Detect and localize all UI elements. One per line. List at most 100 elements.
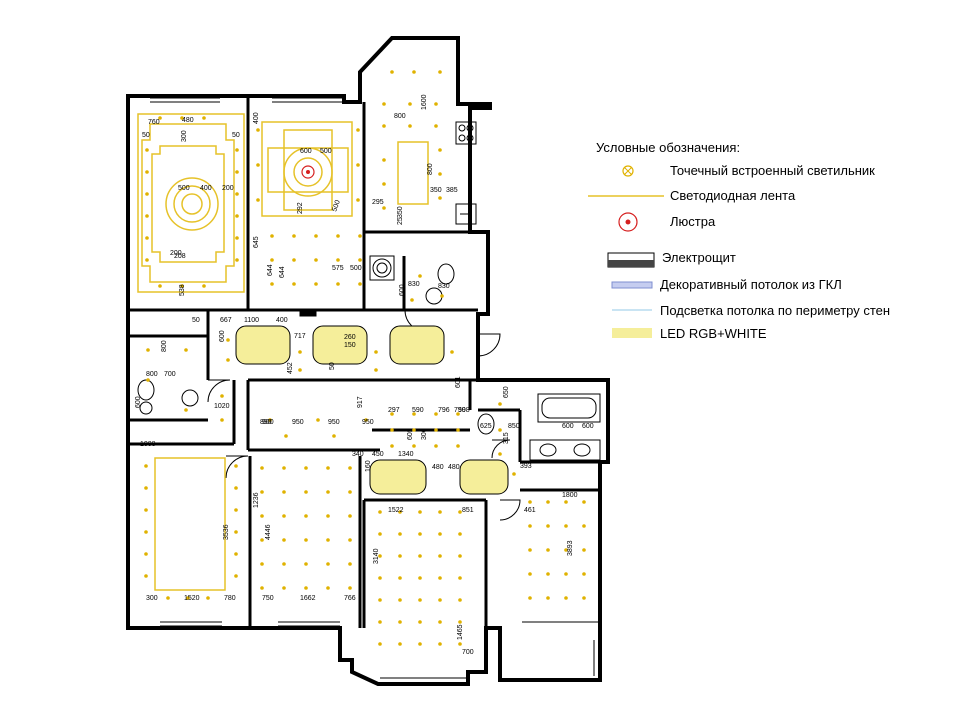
spot-light-icon xyxy=(456,412,460,416)
dimension-label: 260 xyxy=(344,334,356,341)
spot-light-icon xyxy=(180,284,184,288)
spot-light-icon xyxy=(348,562,352,566)
dimension-label: 297 xyxy=(388,407,400,414)
dimension-label: 800 xyxy=(394,113,406,120)
spot-light-icon xyxy=(546,524,550,528)
dimension-label: 600 xyxy=(135,396,142,408)
dimension-label: 1100 xyxy=(244,317,259,324)
spot-light-icon xyxy=(374,368,378,372)
dimension-label: 3140 xyxy=(373,548,380,564)
spot-light-icon xyxy=(378,598,382,602)
dimension-label: 645 xyxy=(253,236,260,248)
spot-light-icon xyxy=(438,510,442,514)
spot-light-icon xyxy=(314,282,318,286)
dimension-label: 1236 xyxy=(253,492,260,508)
spot-light-icon xyxy=(564,572,568,576)
spot-light-icon xyxy=(348,586,352,590)
dimension-label: 890 xyxy=(260,419,272,426)
spot-light-icon xyxy=(202,116,206,120)
spot-light-icon xyxy=(282,586,286,590)
legend-label-gkl: Декоративный потолок из ГКЛ xyxy=(660,277,842,292)
spot-light-icon xyxy=(498,428,502,432)
spot-light-icon xyxy=(418,620,422,624)
spot-light-icon xyxy=(434,124,438,128)
spot-light-icon xyxy=(546,572,550,576)
spot-light-icon xyxy=(256,163,260,167)
spot-light-icon xyxy=(418,598,422,602)
spot-light-icon xyxy=(220,394,224,398)
spot-light-icon xyxy=(356,163,360,167)
dimension-label: 780 xyxy=(224,595,236,602)
spot-light-icon xyxy=(390,428,394,432)
dimension-label: 950 xyxy=(328,419,340,426)
dimension-label: 950 xyxy=(362,419,374,426)
spot-light-icon xyxy=(314,234,318,238)
spot-light-icon xyxy=(234,508,238,512)
spot-light-icon xyxy=(458,510,462,514)
dimension-label: 400 xyxy=(276,317,288,324)
dimension-label: 350 xyxy=(430,187,442,194)
spot-light-icon xyxy=(260,514,264,518)
dimension-label: 600 xyxy=(399,284,406,296)
spot-light-icon xyxy=(292,234,296,238)
spot-light-icon xyxy=(235,148,239,152)
spot-light-icon xyxy=(226,358,230,362)
spot-light-icon xyxy=(418,554,422,558)
spot-light-icon xyxy=(145,258,149,262)
spot-light-icon xyxy=(512,472,516,476)
spot-light-icon xyxy=(546,596,550,600)
dimension-label: 3893 xyxy=(567,540,574,556)
spot-light-icon xyxy=(418,274,422,278)
spot-light-icon xyxy=(260,562,264,566)
spot-light-icon xyxy=(582,596,586,600)
dimension-label: 830 xyxy=(438,283,450,290)
spot-light-icon xyxy=(282,514,286,518)
dimension-label: 500 xyxy=(178,185,190,192)
spot-light-icon xyxy=(256,198,260,202)
spot-light-icon xyxy=(438,532,442,536)
spot-light-icon xyxy=(398,598,402,602)
dimension-label: 300 xyxy=(421,428,428,440)
dimension-label: 1522 xyxy=(388,507,404,514)
spot-light-icon xyxy=(398,620,402,624)
spot-light-icon xyxy=(260,490,264,494)
legend-symbols xyxy=(588,165,664,338)
dimension-label: 385 xyxy=(446,187,458,194)
spot-light-icon xyxy=(364,418,368,422)
dimension-label: 25 xyxy=(397,217,404,225)
spot-light-icon xyxy=(382,124,386,128)
dimension-label: 200 xyxy=(170,250,182,257)
spot-light-icon xyxy=(390,70,394,74)
panel-symbol-icon xyxy=(607,252,655,268)
dimension-label: 400 xyxy=(253,112,260,124)
dimension-label: 400 xyxy=(200,185,212,192)
spot-light-icon xyxy=(260,538,264,542)
spot-light-icon xyxy=(158,116,162,120)
spot-light-icon xyxy=(434,412,438,416)
spot-light-icon xyxy=(564,524,568,528)
spot-light-icon xyxy=(145,236,149,240)
dimension-label: 760 xyxy=(148,119,160,126)
dimension-label: 292 xyxy=(297,202,304,214)
spot-light-icon xyxy=(412,70,416,74)
dimension-label: 605 xyxy=(407,428,414,440)
dimension-label: 575 xyxy=(332,265,344,272)
dimension-label: 50 xyxy=(329,362,336,370)
spot-light-icon xyxy=(440,294,444,298)
spot-light-icon xyxy=(438,620,442,624)
spot-light-icon xyxy=(206,596,210,600)
spot-light-icon xyxy=(528,596,532,600)
dimension-label: 1465 xyxy=(457,624,464,640)
spot-light-icon xyxy=(234,552,238,556)
dimension-label: 796 xyxy=(438,407,450,414)
dimension-label: 667 xyxy=(220,317,232,324)
spot-light-icon xyxy=(336,282,340,286)
spot-light-icon xyxy=(144,552,148,556)
spot-light-icon xyxy=(358,234,362,238)
spot-light-icon xyxy=(304,538,308,542)
dimension-label: 1520 xyxy=(184,595,200,602)
spot-light-icon xyxy=(458,620,462,624)
spot-light-icon xyxy=(382,102,386,106)
dimension-label: 750 xyxy=(262,595,274,602)
spot-light-icon xyxy=(304,586,308,590)
